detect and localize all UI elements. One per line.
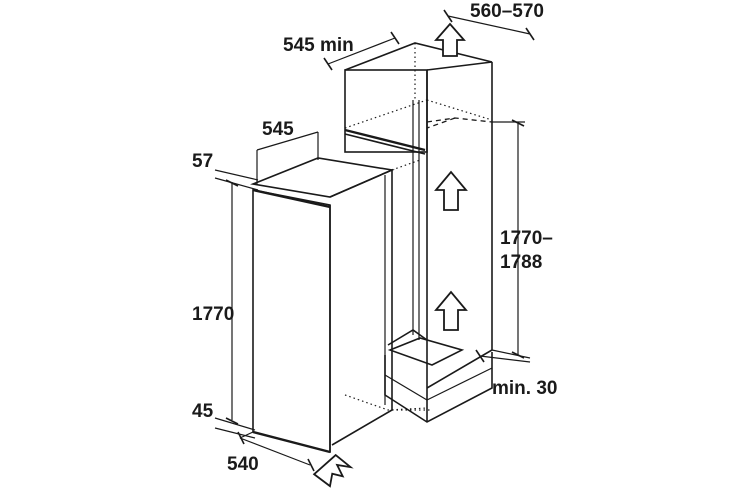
plinth-opening (387, 337, 465, 366)
niche-cabinet (344, 42, 493, 423)
dimension-labels: 560–570 545 min 545 57 1770 1770– 1788 4… (192, 1, 557, 475)
dim-line-bottom-offset (214, 417, 256, 431)
niche-hidden-top-2 (426, 99, 493, 121)
niche-front-bar-2 (344, 133, 426, 155)
door-top-edge (252, 188, 331, 209)
door-bottom-edge (252, 430, 331, 454)
label-appliance-width: 540 (227, 454, 259, 475)
up-arrow-icon (434, 22, 466, 57)
plinth-top (387, 329, 428, 346)
label-niche-height-line1: 1770– (500, 228, 553, 249)
link-dotted-1 (391, 159, 421, 171)
plinth-hidden-edge (344, 394, 428, 411)
up-arrow-icon (434, 290, 468, 331)
niche-right-side (426, 62, 493, 389)
up-arrow-icon (434, 170, 468, 211)
appliance-right-side (329, 168, 393, 446)
appliance (250, 157, 430, 454)
airflow-arrows (312, 22, 468, 488)
appliance-front-face (252, 189, 331, 454)
dimension-lines (214, 9, 535, 472)
niche-front-bar (344, 128, 426, 152)
dim-line-niche-depth (447, 15, 531, 35)
dim-line-niche-depth-min (327, 37, 396, 65)
label-niche-depth-min: 545 min (283, 35, 354, 56)
plinth-line-2 (426, 367, 493, 401)
dim-line-vent (479, 355, 531, 363)
label-niche-height-line2: 1788 (500, 252, 542, 273)
shelf-dashed-line-2 (426, 117, 456, 129)
shelf-dashed-line (426, 117, 493, 123)
label-vent-min: min. 30 (492, 378, 557, 399)
label-appliance-height: 1770 (192, 304, 234, 325)
label-bottom-offset: 45 (192, 401, 214, 422)
dim-line-appliance-depth (256, 131, 319, 151)
diagonal-arrow-icon (312, 453, 354, 488)
label-niche-depth: 560–570 (470, 1, 544, 22)
dim-line-top-offset (214, 169, 259, 181)
niche-hidden-top (344, 99, 428, 129)
appliance-top-face (250, 157, 395, 198)
niche-top-face (344, 42, 493, 71)
dim-line-appliance-width (239, 437, 311, 466)
label-appliance-depth: 545 (262, 119, 294, 140)
label-top-offset: 57 (192, 151, 213, 172)
